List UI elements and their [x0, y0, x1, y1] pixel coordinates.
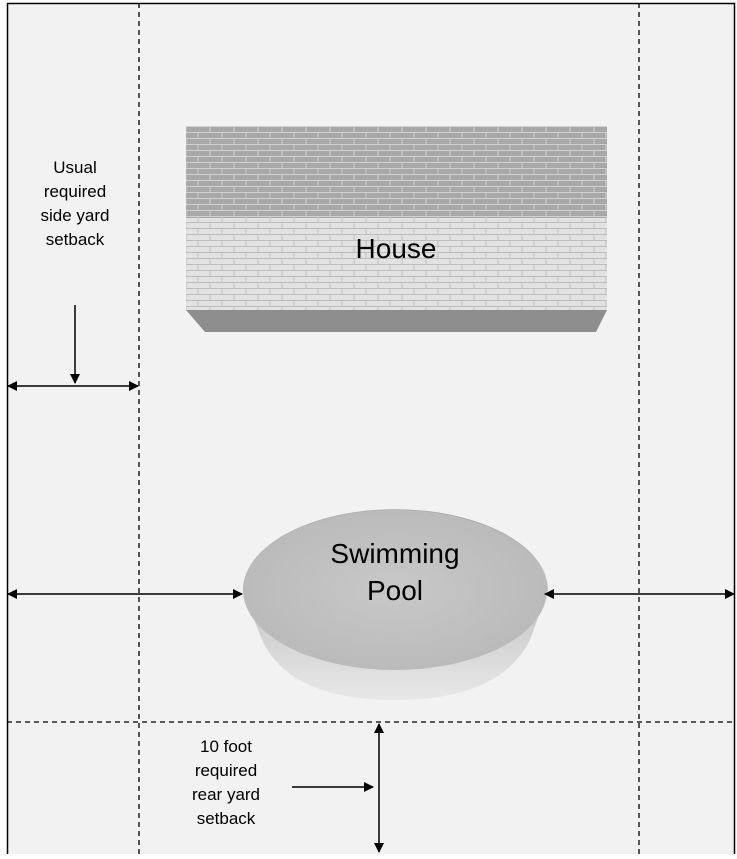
side-setback-label: Usual required side yard setback [41, 158, 110, 249]
lot-border [6, 2, 736, 854]
house: House [186, 126, 607, 332]
rear-setback-line2: required [195, 761, 257, 780]
rear-setback-label: 10 foot required rear yard setback [192, 737, 260, 828]
rear-setback-line3: rear yard [192, 785, 260, 804]
side-setback-line2: required [44, 182, 106, 201]
house-label: House [356, 233, 437, 264]
side-setback-line4: setback [46, 230, 105, 249]
house-wall [186, 218, 607, 310]
rear-setback-line4: setback [197, 809, 256, 828]
pool-label-line2: Pool [367, 575, 423, 606]
side-setback-line3: side yard [41, 206, 110, 225]
house-roof [186, 126, 607, 218]
pool-top [243, 510, 547, 670]
side-setback-line1: Usual [53, 158, 96, 177]
pool-label-line1: Swimming [330, 538, 459, 569]
rear-setback-line1: 10 foot [200, 737, 252, 756]
house-base [186, 310, 607, 332]
swimming-pool: Swimming Pool [243, 509, 548, 700]
